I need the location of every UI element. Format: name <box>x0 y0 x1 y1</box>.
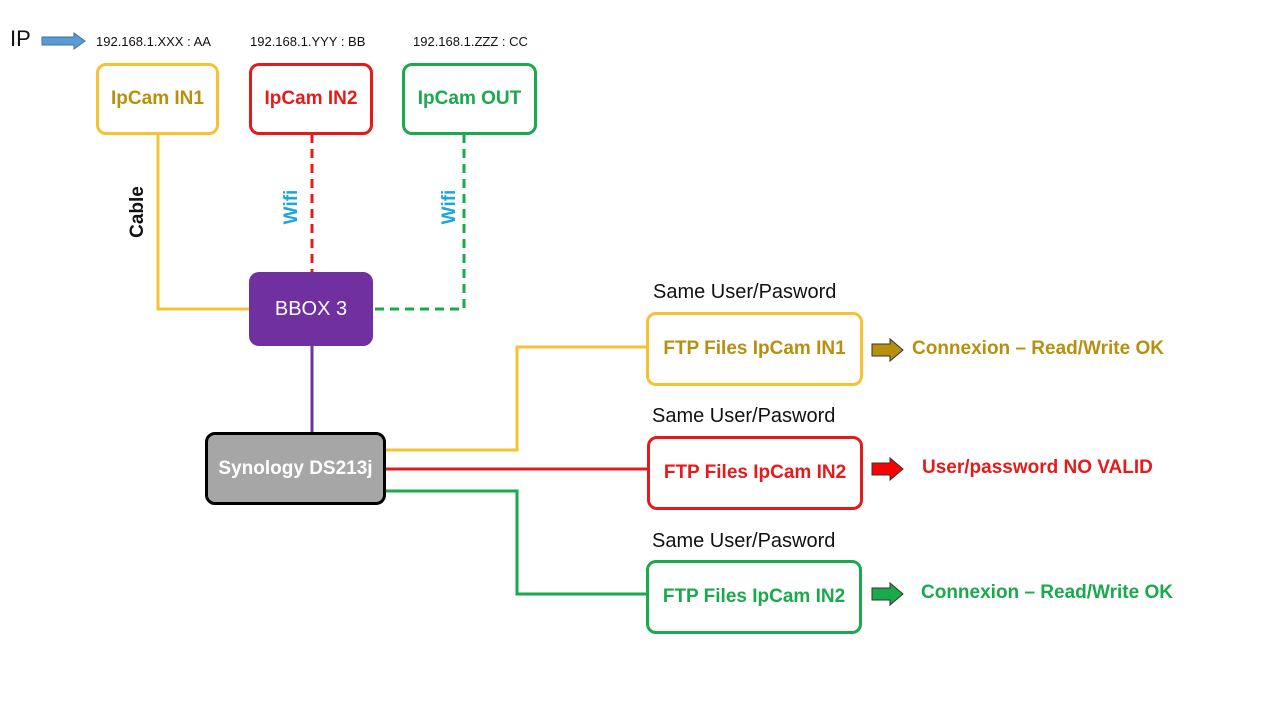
camera-out-box: IpCam OUT <box>402 63 537 135</box>
ftp2-result: User/password NO VALID <box>922 457 1153 478</box>
ftp1-result: Connexion – Read/Write OK <box>912 338 1164 359</box>
ftp2-label: FTP Files IpCam IN2 <box>663 462 847 483</box>
ftp2-box: FTP Files IpCam IN2 <box>647 436 863 510</box>
ftp3-result: Connexion – Read/Write OK <box>921 582 1173 603</box>
fail-arrow-icon <box>871 456 904 482</box>
cam3-ip: 192.168.1.ZZZ : CC <box>413 34 528 49</box>
router-label: BBOX 3 <box>274 297 348 320</box>
cable-label: Cable <box>127 186 148 238</box>
wifi-label-out: Wifi <box>439 189 460 225</box>
ftp2-note: Same User/Pasword <box>652 405 836 427</box>
ok-arrow-icon-3 <box>871 581 904 607</box>
camera-in2-label: IpCam IN2 <box>264 88 358 109</box>
router-box: BBOX 3 <box>249 272 373 346</box>
cable-line <box>156 134 250 311</box>
nas-label: Synology DS213j <box>218 457 373 479</box>
camera-in1-box: IpCam IN1 <box>96 63 219 135</box>
camera-in2-box: IpCam IN2 <box>249 63 373 135</box>
nas-ftp3-line <box>385 489 647 596</box>
ok-arrow-icon-1 <box>871 337 904 363</box>
cam2-ip: 192.168.1.YYY : BB <box>250 34 366 49</box>
wifi-label-in2: Wifi <box>281 189 302 225</box>
nas-ftp1-line <box>385 345 647 452</box>
ftp3-note: Same User/Pasword <box>652 530 836 552</box>
ftp1-note: Same User/Pasword <box>653 281 837 303</box>
camera-in1-label: IpCam IN1 <box>111 88 204 109</box>
ftp1-box: FTP Files IpCam IN1 <box>646 312 863 386</box>
ftp3-box: FTP Files IpCam IN2 <box>646 560 862 634</box>
ftp1-label: FTP Files IpCam IN1 <box>663 338 846 359</box>
ftp3-label: FTP Files IpCam IN2 <box>662 586 846 607</box>
ip-arrow-icon <box>41 32 86 50</box>
camera-out-label: IpCam OUT <box>417 88 522 109</box>
ip-label: IP <box>10 26 31 51</box>
cam1-ip: 192.168.1.XXX : AA <box>96 34 211 49</box>
nas-box: Synology DS213j <box>205 432 386 505</box>
